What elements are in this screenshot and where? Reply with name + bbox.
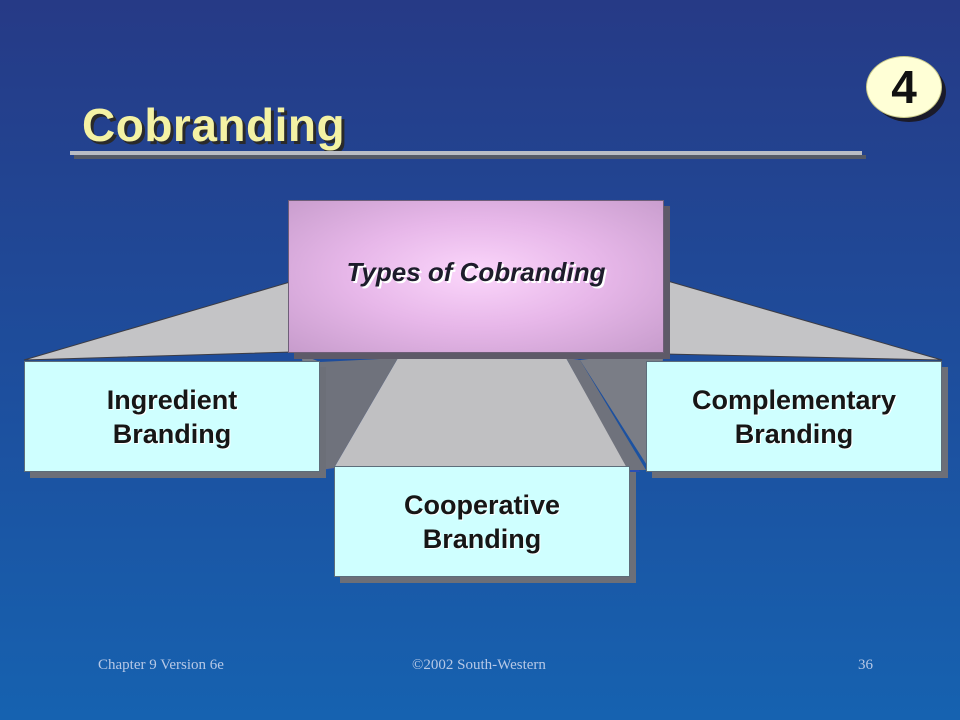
cooperative-branding-line2: Branding bbox=[422, 523, 542, 554]
title-rule bbox=[70, 151, 862, 155]
complementary-branding-line2: Branding bbox=[734, 418, 854, 449]
complementary-branding-line1: Complementary bbox=[691, 384, 897, 415]
types-of-cobranding-label: Types of Cobranding bbox=[346, 257, 606, 287]
ingredient-branding-box: Ingredient Branding bbox=[24, 361, 320, 472]
slide-title: Cobranding bbox=[82, 99, 346, 151]
connector-middle-shadow bbox=[320, 358, 398, 470]
chapter-badge-number: 4 bbox=[891, 61, 917, 113]
footer-chapter: Chapter 9 Version 6e bbox=[98, 657, 224, 673]
chapter-badge: 4 bbox=[866, 56, 942, 118]
cooperative-branding-line1: Cooperative bbox=[403, 489, 561, 520]
cooperative-branding-box: Cooperative Branding bbox=[334, 466, 630, 577]
connector-right-side bbox=[580, 350, 664, 470]
ingredient-branding-line1: Ingredient bbox=[106, 384, 238, 415]
footer-copyright: ©2002 South-Western bbox=[412, 657, 546, 673]
connector-middle-shadow-right bbox=[566, 358, 646, 470]
title-rule-shadow bbox=[74, 155, 866, 159]
footer-page-number: 36 bbox=[858, 657, 873, 673]
types-of-cobranding-box: Types of Cobranding bbox=[288, 200, 664, 353]
connector-middle bbox=[334, 358, 628, 468]
connector-right bbox=[663, 279, 943, 361]
complementary-branding-box: Complementary Branding bbox=[646, 361, 942, 472]
connector-left bbox=[23, 281, 293, 361]
ingredient-branding-line2: Branding bbox=[112, 418, 232, 449]
